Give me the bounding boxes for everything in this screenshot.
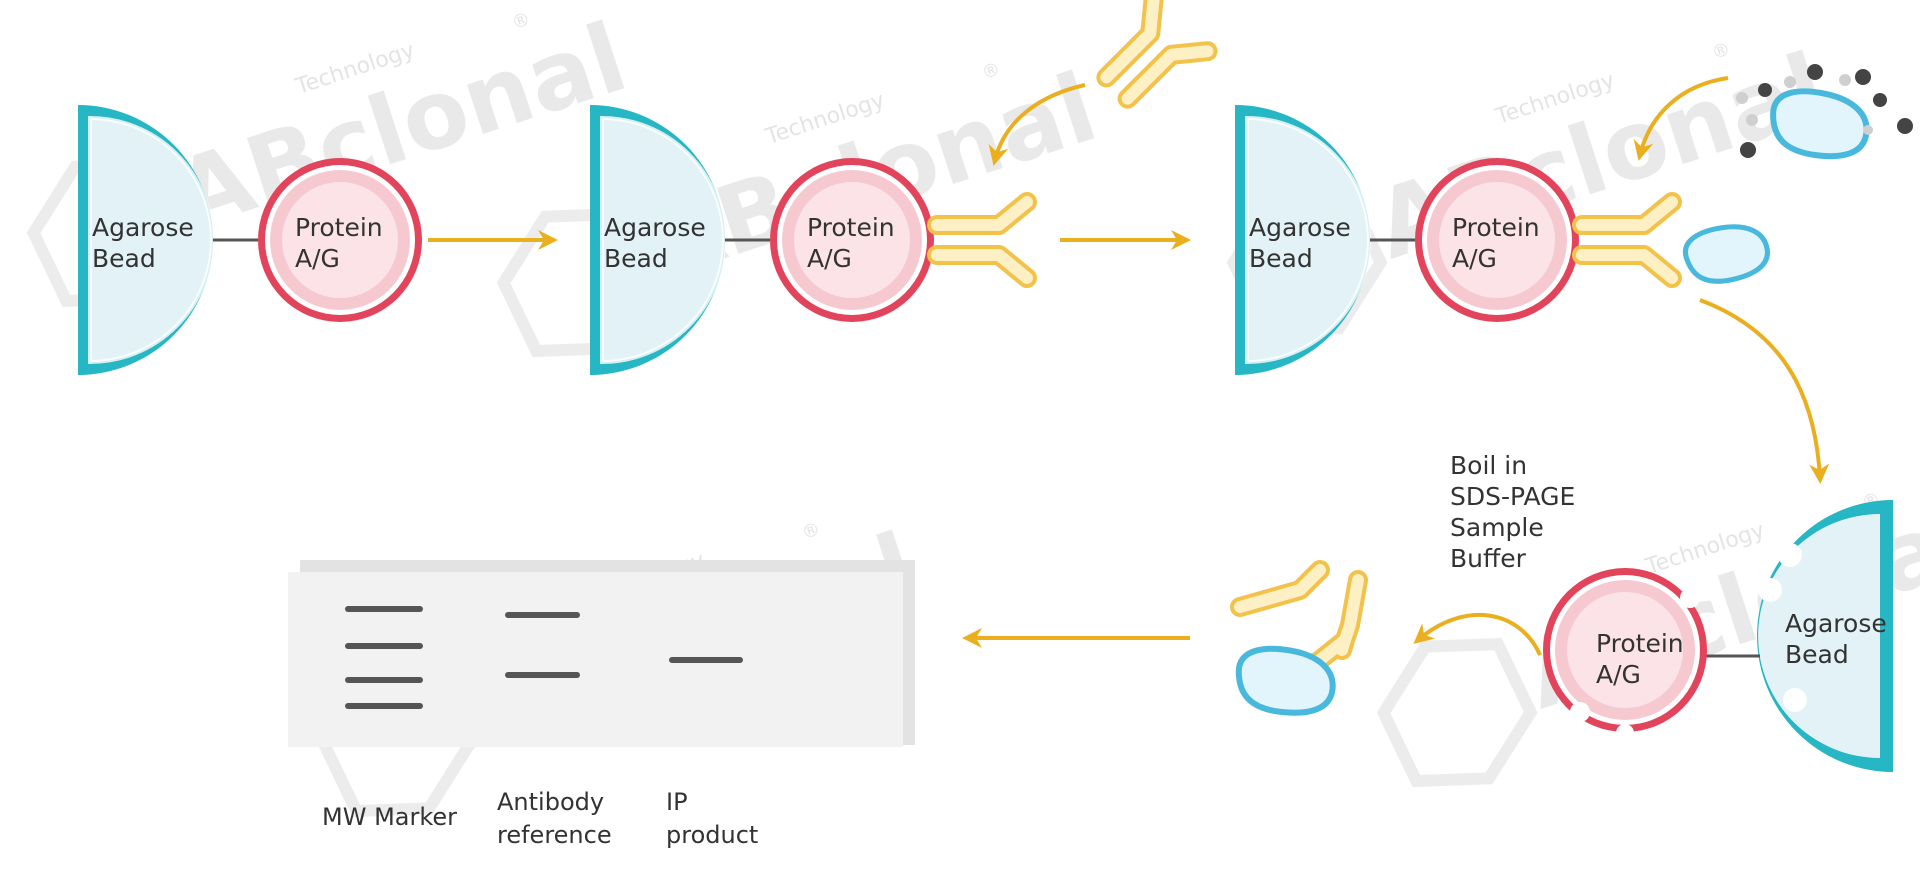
stage-3-bead-complex: Agarose Bead Protein A/G — [1233, 103, 1772, 377]
watermark-mark: ® — [799, 519, 823, 545]
bead-label: Bead — [1785, 640, 1849, 669]
bound-antigen — [1682, 219, 1772, 288]
protein-label: A/G — [807, 244, 852, 273]
bead-label: Agarose — [92, 213, 194, 242]
impurity-dot — [1863, 125, 1873, 135]
arrow-release — [1413, 613, 1542, 656]
impurity-dot — [1855, 69, 1871, 85]
bead-label: Bead — [1249, 244, 1313, 273]
impurity-dot — [1784, 76, 1796, 88]
sds-page-gel — [288, 560, 915, 747]
watermark-mark: ® — [509, 9, 533, 35]
stage-4-elution: Protein A/G Agarose Bead Boil in SDS-PAG… — [1450, 451, 1893, 772]
agarose-bead — [1757, 500, 1893, 772]
impurity-dot — [1740, 142, 1756, 158]
boil-instruction: Buffer — [1450, 544, 1527, 573]
protein-label: Protein — [295, 213, 383, 242]
protein-label: Protein — [1452, 213, 1540, 242]
boil-instruction: SDS-PAGE — [1450, 482, 1575, 511]
bead-label: Agarose — [604, 213, 706, 242]
boil-instruction: Boil in — [1450, 451, 1527, 480]
impurity-dot — [1746, 114, 1758, 126]
protein-label: A/G — [1596, 660, 1641, 689]
watermark-mark: ® — [1709, 39, 1733, 65]
bead-label: Agarose — [1249, 213, 1351, 242]
impurity-dot — [1736, 92, 1748, 104]
stage-1-bead-complex: Agarose Bead Protein A/G — [76, 103, 422, 377]
impurity-dot — [1807, 64, 1823, 80]
bead-label: Bead — [92, 244, 156, 273]
lane-label-ip: product — [666, 821, 758, 849]
lane-label-ip: IP — [666, 788, 688, 816]
arrow-antigen-capture — [1633, 76, 1729, 161]
bound-antibody — [937, 202, 1027, 278]
protein-label: A/G — [1452, 244, 1497, 273]
arrow-antibody-binding — [988, 83, 1086, 166]
bead-label: Agarose — [1785, 609, 1887, 638]
boil-instruction: Sample — [1450, 513, 1544, 542]
protein-label: A/G — [295, 244, 340, 273]
lane-label-antibody: reference — [497, 821, 612, 849]
arrow-3-to-4 — [1699, 298, 1830, 484]
lysate-sample — [1736, 64, 1913, 162]
impurity-dot — [1897, 118, 1913, 134]
bead-label: Bead — [604, 244, 668, 273]
protein-label: Protein — [807, 213, 895, 242]
free-antibody — [1090, 0, 1207, 115]
watermark-mark: ® — [979, 59, 1003, 85]
impurity-dot — [1758, 83, 1772, 97]
impurity-dot — [1873, 93, 1887, 107]
lane-label-mw-marker: MW Marker — [322, 803, 457, 831]
impurity-dot — [1839, 74, 1851, 86]
lane-label-antibody: Antibody — [497, 788, 604, 816]
stage-2-bead-complex: Agarose Bead Protein A/G — [588, 103, 1027, 377]
protein-label: Protein — [1596, 629, 1684, 658]
